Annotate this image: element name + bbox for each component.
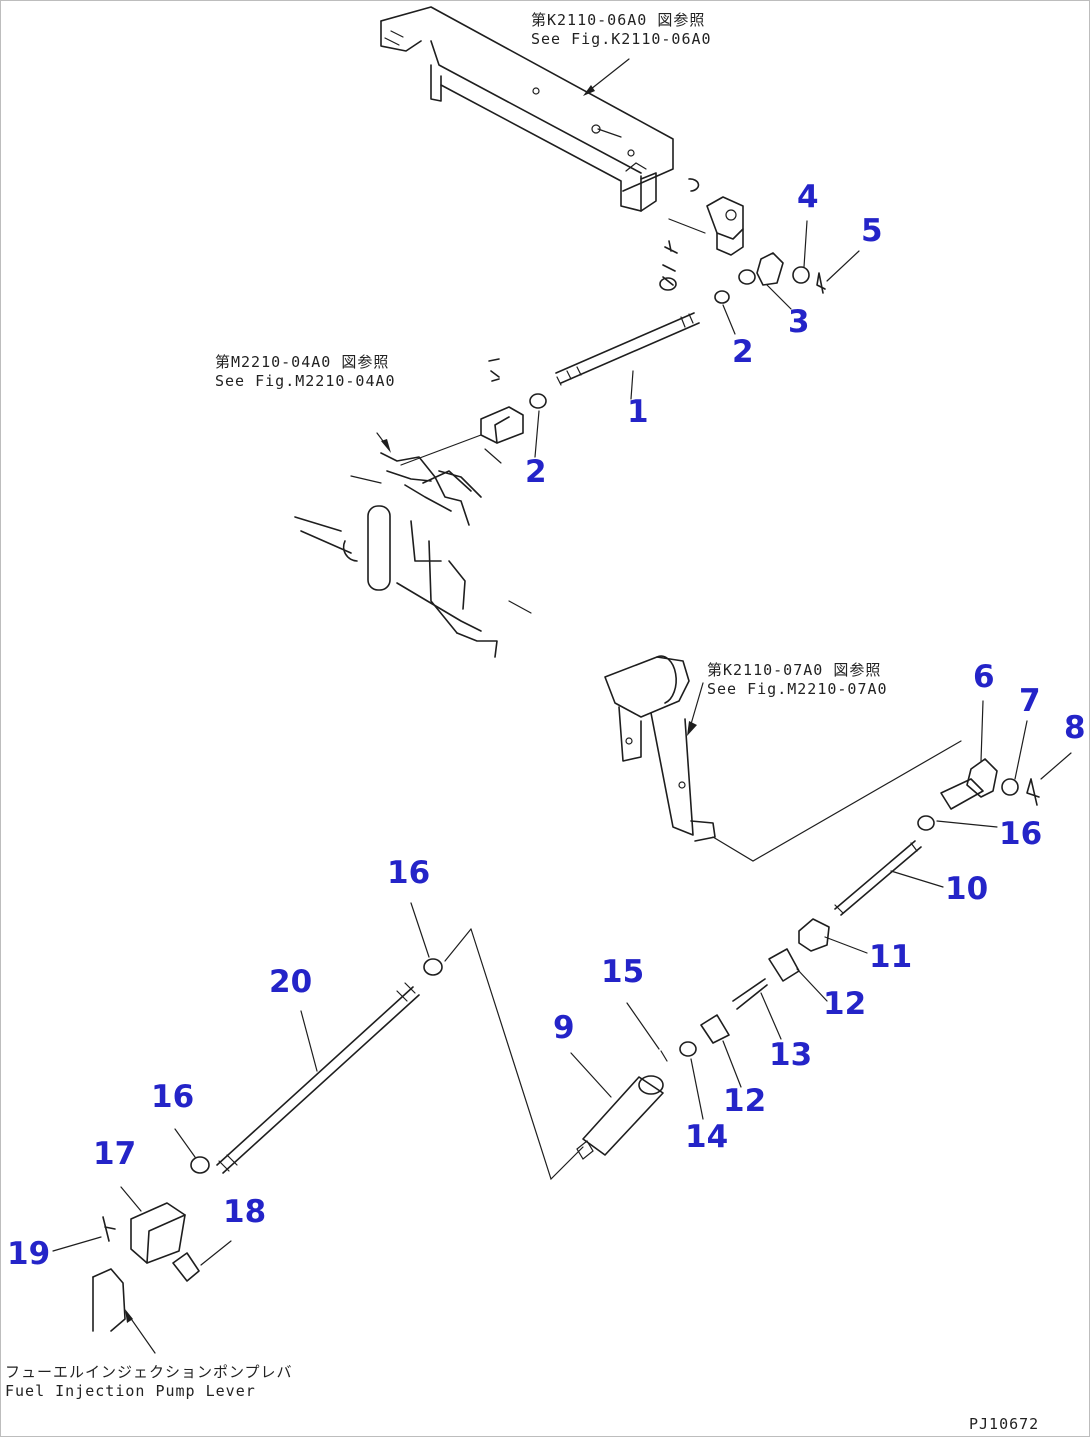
rod-20 — [216, 982, 420, 1174]
bushing-3 — [756, 252, 784, 286]
callout-8[interactable]: 8 — [1064, 710, 1086, 746]
nut-14 — [679, 1041, 697, 1057]
callout-4[interactable]: 4 — [797, 179, 819, 215]
nut-16-mid — [423, 958, 443, 976]
note-pump-lever-en: Fuel Injection Pump Lever — [5, 1382, 256, 1400]
callout-19[interactable]: 19 — [7, 1236, 51, 1272]
linkage-line — [470, 928, 584, 1181]
callout-leaders — [52, 220, 1072, 1266]
pump-lever — [92, 1268, 156, 1354]
callout-20[interactable]: 20 — [269, 964, 313, 1000]
nut-16-right — [917, 815, 935, 831]
note-governor-jp: 第M2210-04A0 図参照 — [215, 353, 390, 371]
callout-15[interactable]: 15 — [601, 954, 645, 990]
note-governor-en: See Fig.M2210-04A0 — [215, 372, 396, 390]
note-pedal-jp: 第K2110-07A0 図参照 — [707, 661, 882, 679]
cotter-pin-19 — [102, 1216, 116, 1242]
cylinder-9 — [576, 1075, 664, 1160]
pin-15 — [660, 1050, 668, 1062]
callout-13[interactable]: 13 — [769, 1037, 813, 1073]
linkage-line-top — [444, 928, 472, 962]
spring-13 — [732, 978, 768, 1010]
callout-11[interactable]: 11 — [869, 939, 913, 975]
callout-16[interactable]: 16 — [387, 855, 431, 891]
callout-10[interactable]: 10 — [945, 871, 989, 907]
bushing-12-upper — [768, 948, 800, 982]
callout-17[interactable]: 17 — [93, 1136, 137, 1172]
callout-1[interactable]: 1 — [627, 394, 649, 430]
nut-3 — [738, 269, 756, 285]
bushing-12-lower — [700, 1014, 730, 1044]
callout-16[interactable]: 16 — [151, 1079, 195, 1115]
nut-7 — [1001, 778, 1019, 796]
washer-2-lower — [529, 393, 547, 409]
callout-7[interactable]: 7 — [1019, 683, 1041, 719]
note-frame-top-en: See Fig.K2110-06A0 — [531, 30, 712, 48]
rod-10-thread — [834, 842, 918, 914]
drawing-code: PJ10672 — [969, 1415, 1040, 1433]
note-pedal-en: See Fig.M2210-07A0 — [707, 680, 888, 698]
governor-assembly — [294, 358, 532, 658]
nut-16-left — [190, 1156, 210, 1174]
rod-1 — [555, 312, 700, 386]
pin-18 — [172, 1252, 200, 1282]
washer-2-upper — [714, 290, 730, 304]
nut-4 — [792, 266, 810, 284]
clevis-6-body — [940, 778, 984, 810]
callout-2[interactable]: 2 — [732, 334, 754, 370]
callout-5[interactable]: 5 — [861, 213, 883, 249]
callout-14[interactable]: 14 — [685, 1119, 729, 1155]
callout-12[interactable]: 12 — [823, 986, 867, 1022]
clevis-17 — [130, 1202, 186, 1264]
upper-clevis — [659, 178, 744, 291]
note-frame-top-jp: 第K2110-06A0 図参照 — [531, 11, 706, 29]
nut-11 — [798, 918, 830, 952]
rod-10 — [834, 840, 922, 916]
note-frame-top: 第K2110-06A0 図参照 See Fig.K2110-06A0 — [531, 11, 712, 49]
callout-9[interactable]: 9 — [553, 1010, 575, 1046]
cotter-pin-5 — [816, 272, 826, 294]
callout-18[interactable]: 18 — [223, 1194, 267, 1230]
note-pedal: 第K2110-07A0 図参照 See Fig.M2210-07A0 — [707, 661, 888, 699]
note-pump-lever: フューエルインジェクションポンプレバ Fuel Injection Pump L… — [5, 1363, 293, 1401]
cotter-pin-8 — [1026, 778, 1040, 806]
frame-bracket — [380, 6, 674, 212]
pedal-assembly — [604, 655, 962, 862]
note-pump-lever-jp: フューエルインジェクションポンプレバ — [5, 1363, 293, 1381]
callout-2[interactable]: 2 — [525, 454, 547, 490]
callout-16[interactable]: 16 — [999, 816, 1043, 852]
callout-6[interactable]: 6 — [973, 659, 995, 695]
clevis-6 — [966, 758, 998, 798]
callout-12[interactable]: 12 — [723, 1083, 767, 1119]
callout-3[interactable]: 3 — [788, 304, 810, 340]
note-governor: 第M2210-04A0 図参照 See Fig.M2210-04A0 — [215, 353, 396, 391]
